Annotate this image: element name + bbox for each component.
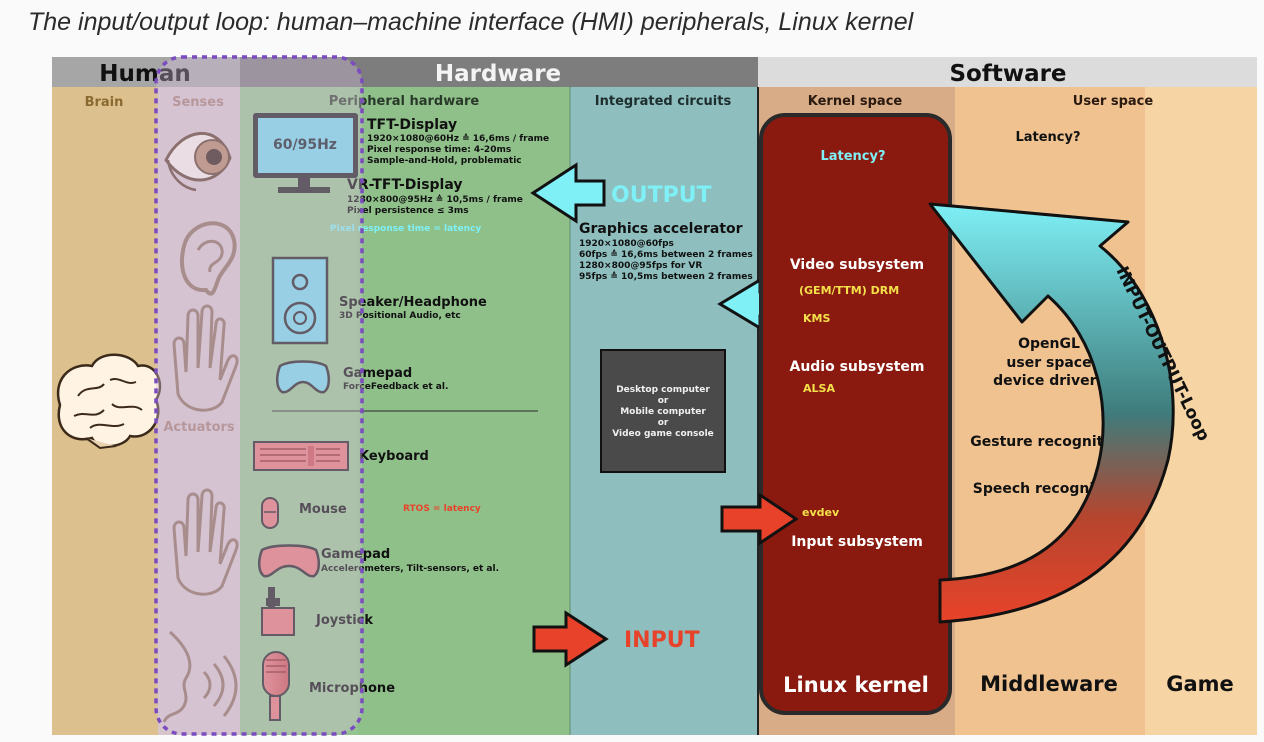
header-software: Software: [949, 61, 1066, 87]
linux-kernel-box: [759, 113, 952, 715]
gpu-line-1: 1920×1080@60fps: [579, 239, 674, 249]
tft-line-2: Pixel response time: 4-20ms: [367, 145, 511, 155]
col-peripheral: Peripheral hardware: [329, 94, 480, 109]
col-brain: Brain: [85, 95, 124, 110]
microphone-label: Microphone: [309, 681, 395, 696]
brain-icon: [57, 353, 162, 450]
vr-title: VR-TFT-Display: [347, 177, 463, 193]
game-label: Game: [1166, 672, 1234, 696]
vr-line-2: Pixel persistence ≤ 3ms: [347, 206, 469, 216]
speech-recognition: Speech recognition: [973, 481, 1125, 497]
mouse-label: Mouse: [299, 502, 347, 517]
mouse-icon: [261, 497, 279, 529]
keyboard-icon: [253, 441, 349, 471]
output-label: OUTPUT: [611, 183, 712, 208]
header-hardware: Hardware: [435, 61, 561, 87]
user-latency: Latency?: [1015, 130, 1080, 145]
gamepad-in-title: Gamepad: [321, 547, 390, 562]
gamepad-out-sub: ForceFeedback et al.: [343, 382, 448, 392]
gamepad-in-sub: Accelerometers, Tilt-sensors, et al.: [321, 564, 499, 574]
figure-caption: The input/output loop: human–machine int…: [28, 8, 914, 36]
speaker-title: Speaker/Headphone: [339, 295, 487, 310]
tft-line-1: 1920×1080@60Hz ≙ 16,6ms / frame: [367, 133, 549, 144]
computer-line-1: Desktop computer: [616, 385, 710, 395]
input-label: INPUT: [624, 628, 700, 653]
opengl-line-3: device drivers: [993, 373, 1105, 389]
human-interface-region: [154, 55, 364, 736]
mouth-voice-icon: [162, 630, 238, 723]
gpu-line-3: 1280×800@95fps for VR: [579, 261, 702, 271]
col-actuators: Actuators: [163, 420, 235, 435]
keyboard-label: Keyboard: [359, 449, 429, 464]
joystick-icon: [261, 587, 295, 636]
col-user: User space: [1073, 94, 1154, 109]
gpu-line-2: 60fps ≙ 16,6ms between 2 frames: [579, 249, 753, 260]
output-arrow: [530, 162, 606, 224]
joystick-label: Joystick: [315, 613, 373, 628]
ear-icon: [180, 221, 237, 296]
col-kernel: Kernel space: [808, 94, 903, 109]
evdev-arrow: [720, 492, 799, 546]
kms-label: KMS: [803, 312, 830, 325]
speaker-sub: 3D Positional Audio, etc: [339, 311, 461, 321]
vr-line-1: 1280×800@95Hz ≙ 10,5ms / frame: [347, 194, 523, 205]
pixel-latency-note: Pixel response time = latency: [330, 224, 481, 234]
eye-icon: [164, 131, 232, 192]
computer-line-4: or: [658, 418, 669, 428]
monitor-icon: [253, 113, 358, 193]
kernel-latency: Latency?: [820, 149, 885, 164]
opengl-line-2: user space: [1006, 355, 1091, 371]
hand-sense-icon: [172, 304, 239, 412]
video-subsystem: Video subsystem: [790, 257, 924, 273]
linux-kernel-label: Linux kernel: [783, 673, 929, 697]
gpu-line-4: 95fps ≙ 10,5ms between 2 frames: [579, 271, 753, 282]
gamepad-input-icon: [258, 544, 320, 578]
audio-subsystem: Audio subsystem: [789, 359, 924, 375]
input-output-loop-arrow: [928, 202, 1175, 624]
computer-box: [600, 349, 726, 473]
gesture-recognition: Gesture recognition: [970, 434, 1127, 450]
alsa-label: ALSA: [803, 382, 835, 395]
input-subsystem: Input subsystem: [791, 534, 923, 550]
speaker-icon: [271, 256, 329, 345]
drm-label: (GEM/TTM) DRM: [799, 284, 899, 297]
rtos-label: RTOS = latency: [403, 504, 481, 514]
computer-line-5: Video game console: [612, 429, 714, 439]
opengl-line-1: OpenGL: [1018, 336, 1080, 352]
display-badge: 60/95Hz: [273, 137, 337, 153]
computer-line-2: or: [658, 396, 669, 406]
hand-actuator-icon: [172, 488, 239, 596]
gpu-title: Graphics accelerator: [579, 221, 743, 237]
middleware-label: Middleware: [980, 672, 1118, 696]
microphone-icon: [262, 651, 290, 721]
tft-title: TFT-Display: [367, 117, 457, 133]
gamepad-output-icon: [276, 360, 330, 394]
col-ic: Integrated circuits: [595, 94, 732, 109]
evdev-label: evdev: [802, 506, 840, 519]
header-human: Human: [99, 61, 190, 87]
col-senses: Senses: [172, 95, 224, 110]
computer-line-3: Mobile computer: [620, 407, 706, 417]
input-arrow: [532, 610, 609, 668]
tft-line-3: Sample-and-Hold, problematic: [367, 156, 522, 166]
